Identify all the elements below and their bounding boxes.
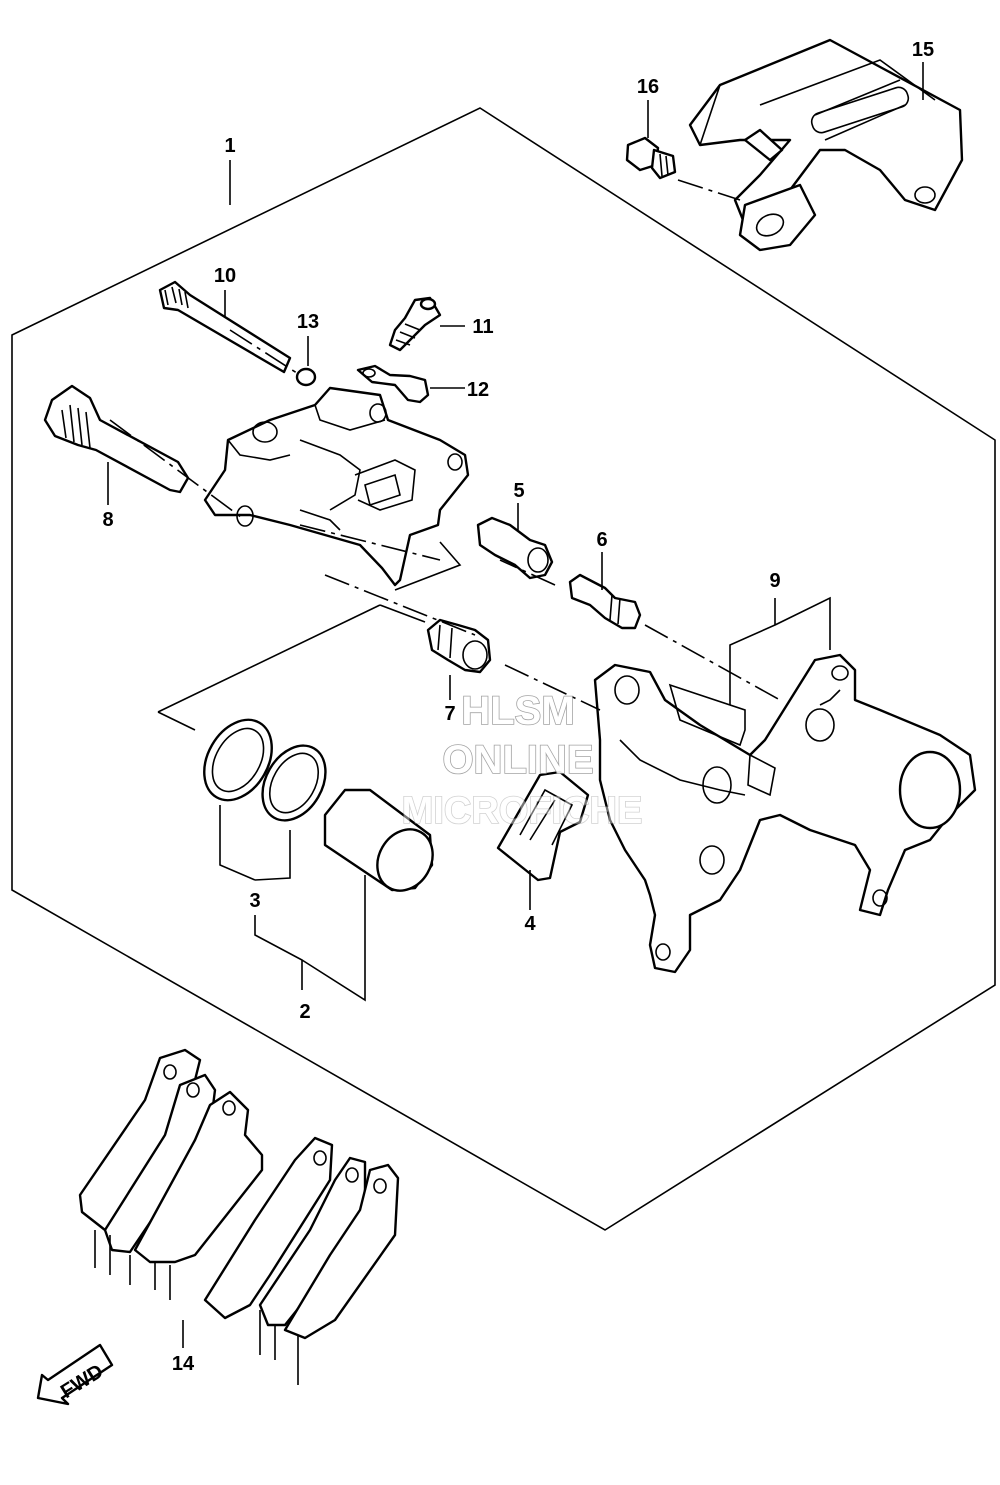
part-8-bolt — [43, 384, 190, 494]
part-6-pin — [568, 573, 642, 630]
callout-3: 3 — [249, 890, 260, 912]
part-14-pads — [78, 1048, 400, 1385]
leader-lines — [107, 62, 924, 1348]
watermark-line-2: ONLINE — [442, 738, 593, 782]
part-12-cap — [356, 364, 430, 404]
callout-2: 2 — [299, 1001, 310, 1023]
callout-8: 8 — [102, 509, 113, 531]
part-7-boot — [426, 618, 492, 674]
fwd-arrow-icon: FWD — [36, 1343, 114, 1406]
part-10-pin — [158, 280, 292, 374]
assembly-frame — [11, 107, 996, 1231]
part-3-seals — [203, 718, 327, 822]
callout-5: 5 — [513, 480, 524, 502]
callout-7: 7 — [444, 703, 455, 725]
center-lines — [109, 329, 781, 731]
watermark: HLSM ONLINE MICROFICHE — [401, 688, 643, 833]
callout-13: 13 — [297, 311, 319, 333]
part-11-bleeder — [388, 296, 442, 352]
part-15-bracket — [677, 38, 964, 252]
watermark-line-3: MICROFICHE — [402, 790, 643, 832]
callout-1: 1 — [224, 135, 235, 157]
part-1-caliper-body — [203, 386, 470, 587]
callout-4: 4 — [524, 913, 536, 935]
part-2-piston — [323, 788, 434, 892]
part-4-pad-spring — [496, 770, 590, 882]
callout-14: 14 — [172, 1353, 195, 1375]
callout-15: 15 — [912, 39, 934, 61]
part-16-bolt — [625, 136, 677, 180]
part-9-holder — [593, 653, 977, 974]
callout-16: 16 — [637, 76, 659, 98]
callout-6: 6 — [596, 529, 607, 551]
callout-12: 12 — [467, 379, 489, 401]
watermark-line-1: HLSM — [461, 689, 574, 733]
part-5-boot — [476, 516, 554, 580]
callout-9: 9 — [769, 570, 780, 592]
callout-10: 10 — [214, 265, 236, 287]
callout-11: 11 — [472, 316, 493, 338]
part-13-o-ring — [295, 367, 317, 387]
